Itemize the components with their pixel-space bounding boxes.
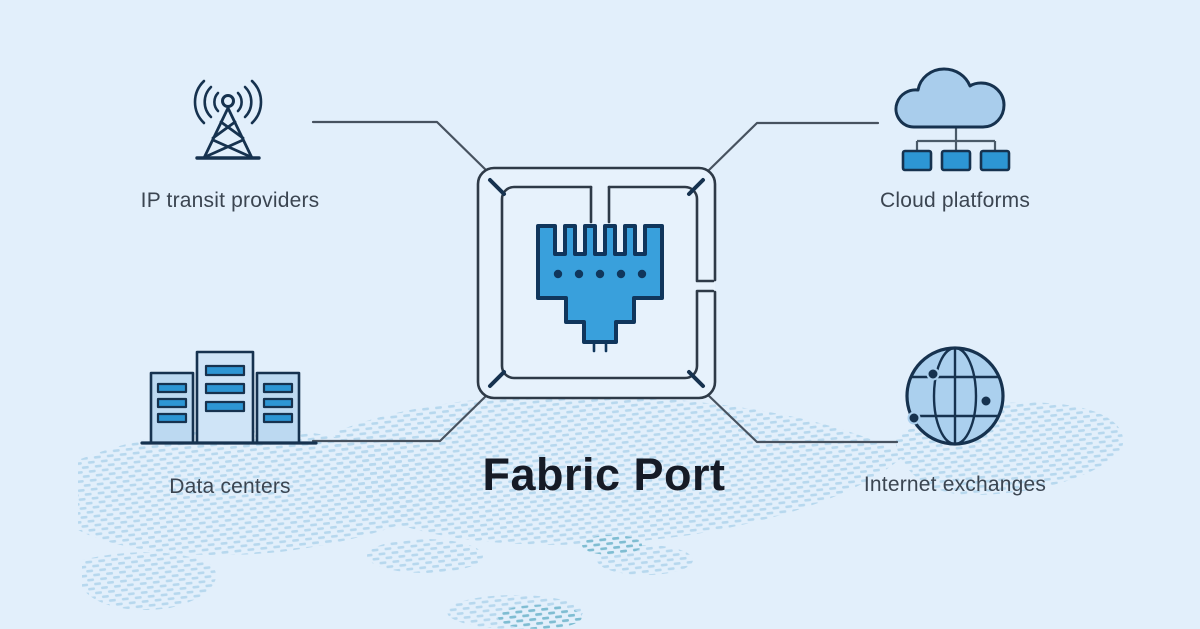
label-data-centers: Data centers — [169, 475, 291, 498]
connector-internet-exchanges — [706, 393, 899, 444]
globe-network-icon — [905, 346, 1005, 446]
diagram-title: Fabric Port — [482, 449, 726, 500]
world-map-halftone — [78, 395, 1124, 629]
cloud-shape — [894, 67, 1006, 129]
connector-ip-transit — [311, 120, 489, 173]
label-ip-transit-providers: IP transit providers — [140, 189, 320, 212]
label-internet-exchanges: Internet exchanges — [863, 473, 1047, 496]
connector-cloud — [706, 121, 880, 173]
radio-tower-icon — [193, 79, 263, 160]
data-centers-icon — [140, 350, 318, 445]
label-cloud-platforms: Cloud platforms — [879, 189, 1031, 212]
cloud-platforms-icon — [894, 67, 1011, 172]
ethernet-port-icon — [476, 166, 717, 400]
rj45-jack — [536, 224, 664, 344]
connector-data-centers — [311, 393, 489, 443]
